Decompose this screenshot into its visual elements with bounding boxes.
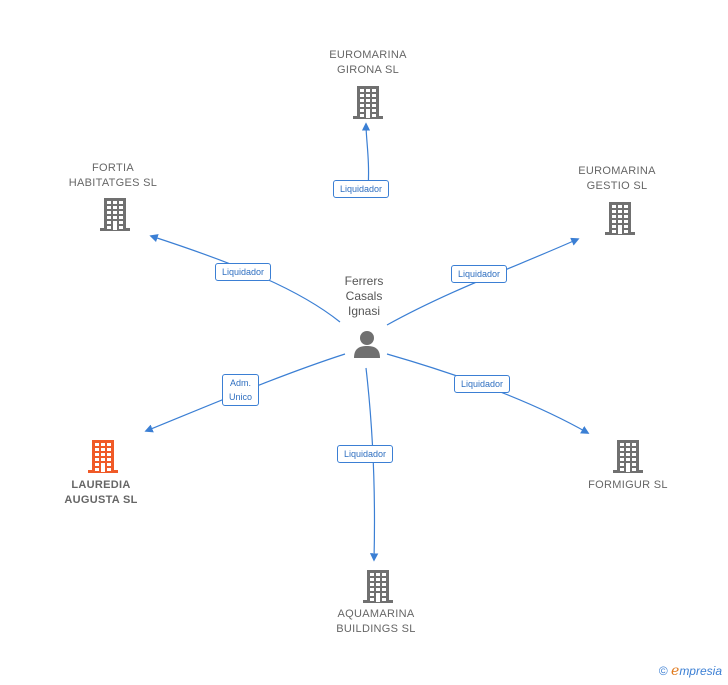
edge-formigur — [386, 353, 590, 434]
edge-aquamarina-buildings — [365, 367, 379, 562]
company-label-formigur[interactable]: FORMIGUR SL — [588, 479, 668, 491]
company-label-euromarina-gestio[interactable]: EUROMARINA GESTIO SL — [578, 165, 656, 192]
building-icon-aquamarina-buildings[interactable] — [362, 568, 394, 604]
center-person-label: Ferrers Casals Ignasi — [344, 274, 384, 318]
copyright-symbol: © — [658, 664, 668, 678]
building-icon-euromarina-gestio[interactable] — [604, 200, 636, 236]
company-label-lauredia-augusta[interactable]: LAUREDIA AUGUSTA SL — [64, 479, 138, 506]
building-icon-fortia-habitatges[interactable] — [99, 196, 131, 232]
building-icon-formigur[interactable] — [612, 438, 644, 474]
edge-label-euromarina-girona: Liquidador — [333, 180, 390, 198]
edge-label-lauredia-augusta: Adm. Unico — [222, 374, 260, 406]
edge-label-formigur: Liquidador — [454, 375, 511, 393]
brand-name: mpresia — [679, 664, 722, 678]
company-label-fortia-habitatges[interactable]: FORTIA HABITATGES SL — [68, 162, 158, 189]
edge-label-aquamarina-buildings: Liquidador — [337, 445, 394, 463]
brand-footer: © empresia — [659, 663, 722, 679]
building-icon-euromarina-girona[interactable] — [352, 84, 384, 120]
company-label-euromarina-girona[interactable]: EUROMARINA GIRONA SL — [329, 49, 407, 76]
edge-label-fortia-habitatges: Liquidador — [215, 263, 272, 281]
edge-label-euromarina-gestio: Liquidador — [451, 265, 508, 283]
company-label-aquamarina-buildings[interactable]: AQUAMARINA BUILDINGS SL — [336, 608, 416, 635]
brand-initial: e — [671, 663, 680, 679]
building-icon-lauredia-augusta[interactable] — [87, 438, 119, 474]
person-icon[interactable] — [351, 328, 383, 360]
